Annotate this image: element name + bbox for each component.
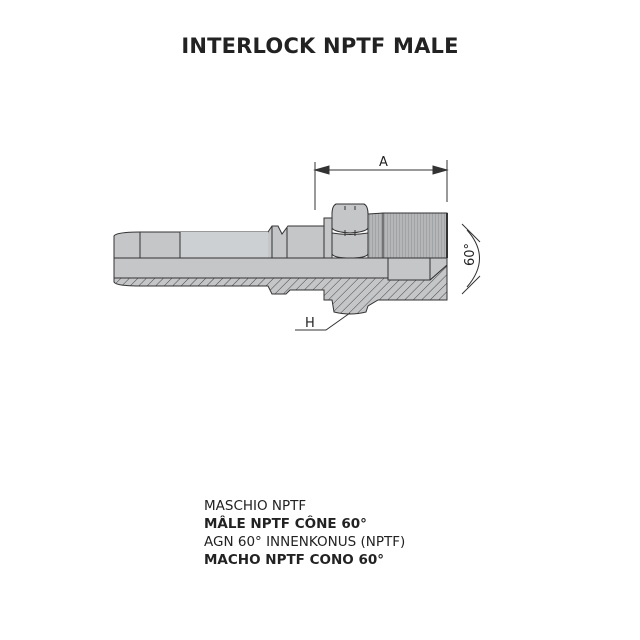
dimension-a-label: A <box>379 155 388 170</box>
angle-label: 60° <box>463 243 478 266</box>
page-title: INTERLOCK NPTF MALE <box>181 34 459 58</box>
description-german: AGN 60° INNENKONUS (NPTF) <box>204 534 406 550</box>
dimension-h-label: H <box>305 316 315 331</box>
dimension-h <box>295 312 351 331</box>
description-french: MÂLE NPTF CÔNE 60° <box>204 516 367 532</box>
description-list: MASCHIO NPTF MÂLE NPTF CÔNE 60° AGN 60° … <box>204 497 405 569</box>
angle-dimension <box>461 223 481 295</box>
dimension-a <box>313 160 449 210</box>
description-italian: MASCHIO NPTF <box>204 498 307 514</box>
fitting-body <box>113 203 448 315</box>
description-spanish: MACHO NPTF CONO 60° <box>204 552 384 568</box>
